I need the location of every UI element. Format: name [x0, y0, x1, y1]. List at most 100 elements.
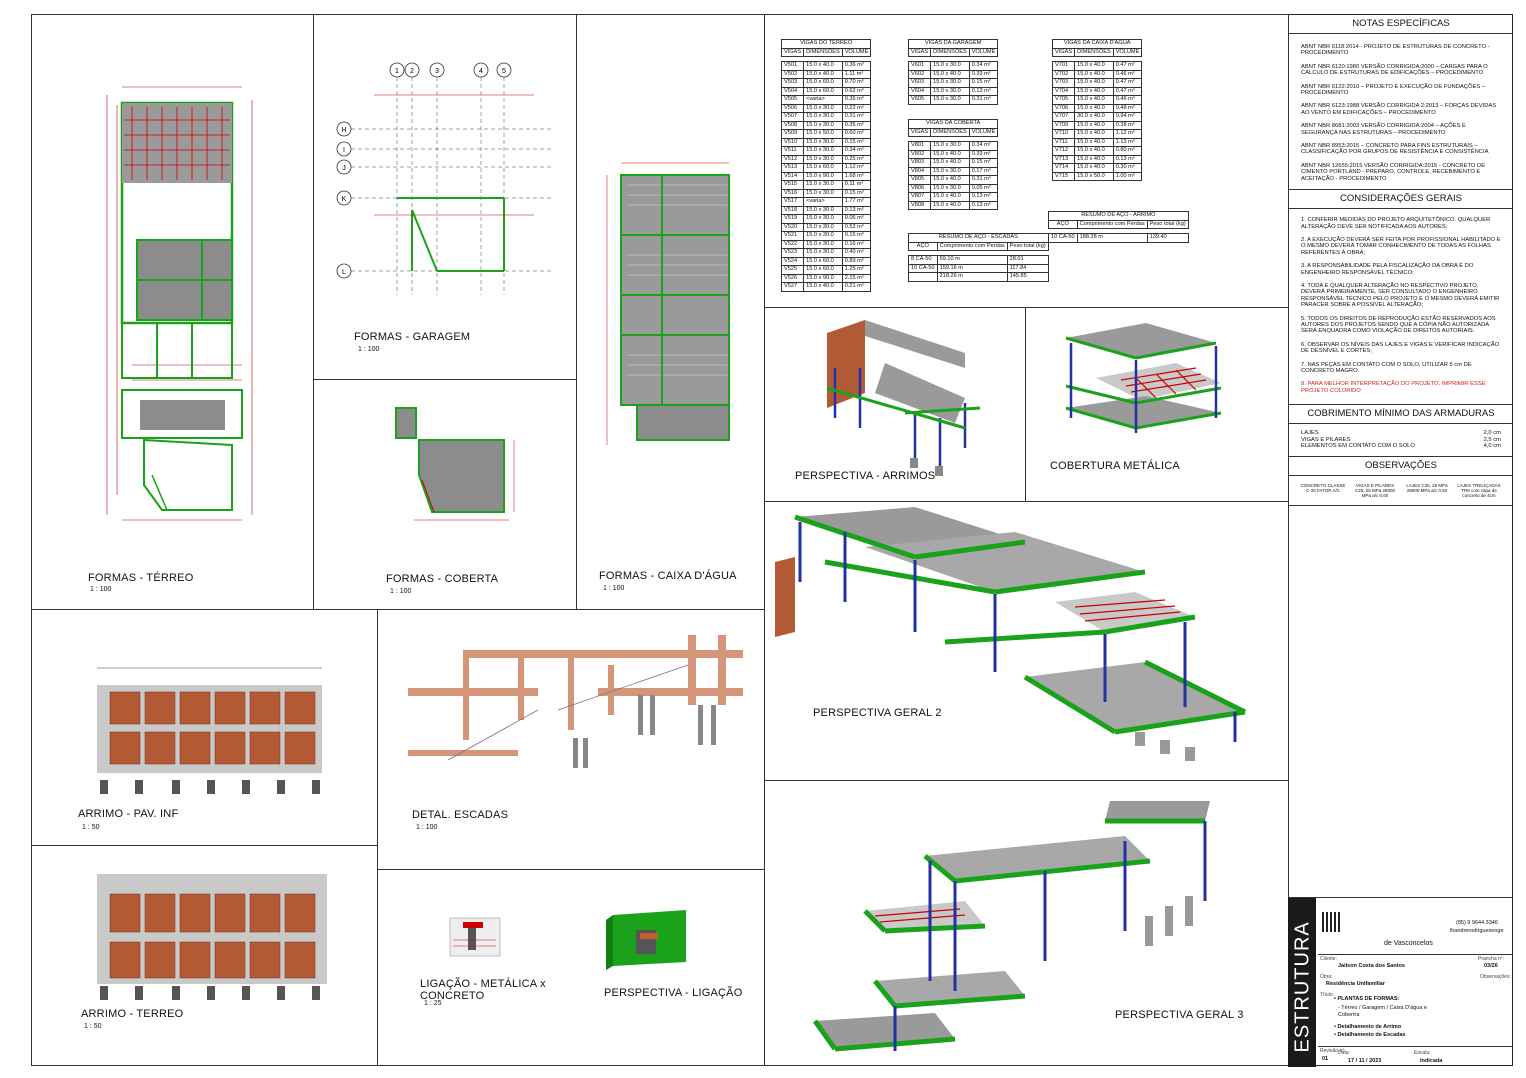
table-cell: 15.0 x 40.0 — [1074, 69, 1114, 79]
table-cell: 159.16 m — [936, 263, 1008, 273]
scale-formas-terreo: 1 : 100 — [90, 586, 112, 593]
table-cell: 15.0 x 30.0 — [803, 222, 843, 232]
table-cell: 0.46 m³ — [1112, 95, 1143, 105]
table-cell: 0.31 m³ — [968, 95, 999, 105]
title-formas-caixa: FORMAS - CAIXA D'ÁGUA — [599, 570, 737, 582]
table-cell: 0.13 m³ — [841, 205, 872, 215]
geral-2-render — [775, 507, 1247, 761]
table-cell: V605 — [907, 95, 932, 105]
table-cell: V522 — [780, 239, 805, 249]
cliente-value: Jailson Costa dos Santos — [1338, 963, 1405, 969]
table-cell: 0.40 m³ — [841, 248, 872, 258]
table-cell: 15.0 x 30.0 — [803, 146, 843, 156]
panel-geral-3: PERSPECTIVA GERAL 3 — [764, 780, 1289, 1066]
table-header: VOLUME — [841, 47, 872, 57]
table-cell: 0.47 m³ — [1112, 61, 1143, 71]
note-item: ABNT NBR 6122:2010 – PROJETO E EXECUÇÃO … — [1301, 83, 1486, 97]
revisao-label: Revisão nº: — [1320, 1048, 1346, 1054]
table-cell: 15.0 x 60.0 — [803, 163, 843, 173]
table-cell: V523 — [780, 248, 805, 258]
title-detal-escadas: DETAL. ESCADAS — [412, 809, 509, 821]
table-header: DIMENSÕES — [1074, 47, 1114, 57]
table-cell: 15.0 x 40.0 — [1074, 146, 1114, 156]
table-cell: 15.0 x 40.0 — [930, 158, 970, 168]
grid-row-k: K — [342, 196, 347, 203]
note-item: 6. OBSERVAR OS NÍVEIS DAS LAJES E VIGAS … — [1301, 341, 1500, 355]
table-cell: 0.94 m³ — [1112, 112, 1143, 122]
plan-caixa — [606, 162, 730, 445]
persp-arrimos-render — [826, 320, 981, 476]
table-cell: 1.11 m³ — [841, 69, 872, 79]
table-cell: 0.15 m³ — [968, 158, 999, 168]
note-item: ABNT NBR 6120:1980 VERSÃO CORRIGIDA:2000… — [1301, 63, 1488, 77]
table-caption: VIGAS DA COBERTA — [907, 119, 999, 129]
cobrimento-title: COBRIMENTO MÍNIMO DAS ARMADURAS — [1307, 408, 1495, 420]
table-cell: V701 — [1051, 61, 1076, 71]
scale-ligacao: 1 : 25 — [424, 1000, 442, 1007]
table-cell: 15.0 x 40.0 — [1074, 78, 1114, 88]
data-label: Data: — [1338, 1050, 1350, 1056]
table-cell: 15.0 x 30.0 — [803, 231, 843, 241]
titulo-line-4: • Detalhamento de Escadas — [1334, 1032, 1406, 1038]
table-header: VOLUME — [968, 127, 999, 137]
table-cell: V516 — [780, 188, 805, 198]
title-geral-2: PERSPECTIVA GERAL 2 — [813, 707, 942, 719]
panel-arrimo-pav: ARRIMO - PAV. INF 1 : 50 — [31, 609, 378, 846]
table-cell: 15.0 x 60.0 — [803, 256, 843, 266]
table-cell: 15.0 x 30.0 — [803, 188, 843, 198]
observacao-item: LAJES C25, 25 MPa 28000 MPa a/c 0,60 — [1406, 482, 1448, 493]
table-cell: 15.0 x 60.0 — [803, 78, 843, 88]
table-cell: 0.36 m³ — [841, 61, 872, 71]
table-cell: V513 — [780, 163, 805, 173]
company-phone: (85) 9 9644 3346 — [1456, 920, 1498, 926]
table-cell: 0.36 m³ — [841, 95, 872, 105]
table-cell: 30.0 x 40.0 — [1074, 112, 1114, 122]
table-cell: 0.15 m³ — [968, 78, 999, 88]
table-caption: RESUMO DE AÇO - ESCADAS — [908, 233, 1049, 243]
cobrimento-item: LAJES — [1301, 430, 1319, 437]
cobrimento-item: VIGAS E PILARES — [1301, 436, 1351, 443]
table-cell: V524 — [780, 256, 805, 266]
table-cell: V520 — [780, 222, 805, 232]
note-item: ABNT NBR 6118:2014 - PROJETO DE ESTRUTUR… — [1301, 44, 1490, 57]
table-cell — [908, 272, 938, 282]
table-cell: V602 — [907, 69, 932, 79]
table-cell: 0.16 m³ — [841, 239, 872, 249]
table-cell: 0.13 m³ — [1112, 154, 1143, 164]
note-item: ABNT NBR 6123:1988 VERSÃO CORRIGIDA 2:20… — [1301, 103, 1497, 116]
table-cell: 15.0 x 30.0 — [930, 183, 970, 193]
table-cell: 15.0 x 90.0 — [803, 171, 843, 181]
panel-persp-arrimos: PERSPECTIVA - ARRIMOS — [764, 307, 1026, 502]
table-header: DIMENSÕES — [930, 127, 970, 137]
table-cell: 0.34 m³ — [841, 146, 872, 156]
table-cell: 15.0 x 30.0 — [803, 239, 843, 249]
title-persp-arrimos: PERSPECTIVA - ARRIMOS — [795, 470, 936, 482]
escala-value: Indicada — [1420, 1058, 1443, 1064]
company-email: lhandrerodriguesenge — [1450, 928, 1504, 934]
table-cell: V711 — [1051, 137, 1076, 147]
table-cell: 0.62 m³ — [841, 86, 872, 96]
table-cell: 1.00 m³ — [1112, 171, 1143, 181]
table-cell: 15.0 x 60.0 — [803, 86, 843, 96]
table-cell: 15.0 x 30.0 — [930, 166, 970, 176]
plan-terreo — [106, 86, 253, 521]
table-cell: 0.11 m³ — [841, 180, 872, 190]
cobrimento-row: LAJES 2,0 cm — [1289, 430, 1513, 437]
scale-arrimo-terreo: 1 : 50 — [84, 1023, 102, 1030]
table-header: AÇO — [1048, 219, 1078, 229]
cobrimento-value: 2,0 cm — [1483, 430, 1501, 437]
table-cell: V502 — [780, 69, 805, 79]
